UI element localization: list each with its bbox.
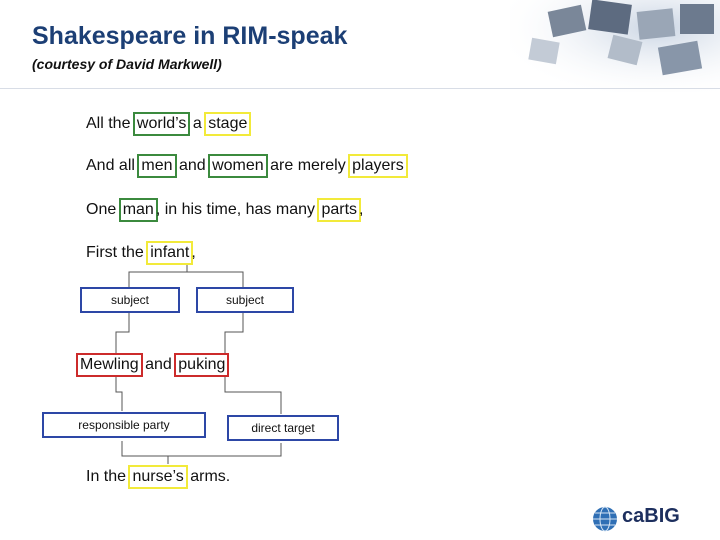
verse-line-3: One man, in his time, has many parts, <box>86 198 364 222</box>
connector-infant-subject-right <box>187 271 244 287</box>
verse-text: First the <box>86 244 149 261</box>
action-highlight: Mewling <box>76 353 143 377</box>
participant-highlight: women <box>208 154 268 178</box>
act-highlight: stage <box>204 112 252 136</box>
verse-line-1: All the world’s a stage <box>86 112 252 136</box>
connector-subject-right-puking <box>224 313 244 353</box>
verse-text: And all <box>86 157 140 174</box>
connector-mewling-responsible <box>115 376 123 411</box>
role-highlight: parts <box>317 198 361 222</box>
role-highlight: players <box>348 154 408 178</box>
header-collage-image <box>510 0 720 92</box>
role-highlight: infant <box>146 241 194 265</box>
header-divider <box>0 88 720 89</box>
verse-text: , <box>191 244 196 261</box>
connector-target-nurse <box>168 443 282 457</box>
verse-text: are merely <box>265 157 351 174</box>
subject-box-right: subject <box>196 287 294 313</box>
connector-puking-target <box>224 376 282 414</box>
verse-text: , in his time, has many <box>155 201 320 218</box>
role-highlight: nurse’s <box>128 465 188 489</box>
verse-text: arms. <box>185 468 231 485</box>
participant-highlight: man <box>118 198 158 222</box>
verse-text: and <box>140 356 177 373</box>
slide-subtitle: (courtesy of David Markwell) <box>32 56 222 72</box>
direct-target-box: direct target <box>227 415 339 441</box>
verse-text: All the <box>86 115 135 132</box>
verse-text: One <box>86 201 121 218</box>
responsible-party-box: responsible party <box>42 412 206 438</box>
verse-text: and <box>174 157 211 174</box>
verse-text: In the <box>86 468 131 485</box>
connector-infant-subjects <box>128 264 188 287</box>
verse-line-5: Mewling and puking <box>76 353 230 377</box>
slide-title: Shakespeare in RIM-speak <box>32 22 348 50</box>
verse-text: , <box>359 201 364 218</box>
verse-line-2: And all men and women are merely players <box>86 154 408 178</box>
verse-text: a <box>188 115 207 132</box>
subject-box-left: subject <box>80 287 180 313</box>
participant-highlight: world’s <box>132 112 191 136</box>
action-highlight: puking <box>174 353 230 377</box>
participant-highlight: men <box>137 154 177 178</box>
verse-line-4: First the infant, <box>86 241 196 265</box>
connector-responsible-nurse <box>121 441 169 464</box>
verse-line-6: In the nurse’s arms. <box>86 465 231 489</box>
connector-subject-left-mewling <box>115 313 130 353</box>
cabig-logo-text: caBIG <box>622 505 680 527</box>
cabig-globe-icon <box>593 506 617 532</box>
